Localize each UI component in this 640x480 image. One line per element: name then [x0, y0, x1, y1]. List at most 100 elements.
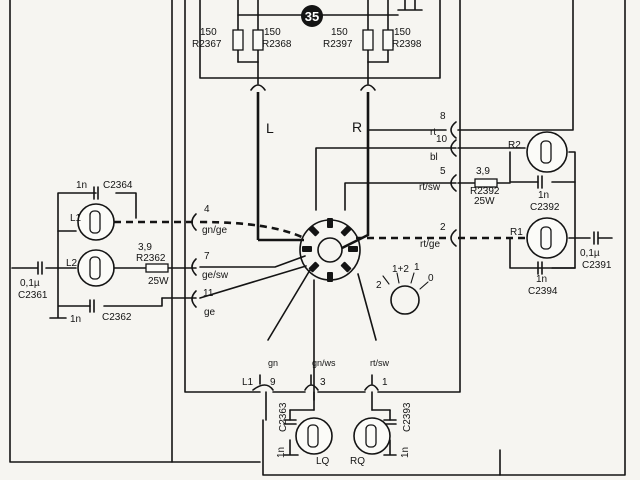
- outer-right-wire: [457, 0, 574, 131]
- resistor-r2392: [474, 178, 498, 188]
- right-pin-connectors: 8 rt 10 bl 5 rt/sw 2 rt/ge: [367, 111, 457, 250]
- pin-10-to-switch: [315, 147, 457, 211]
- pin-5-connector: [450, 174, 457, 192]
- label-dial-1-plus-2: 1+2: [392, 264, 409, 275]
- label-r2367: R2367: [192, 39, 222, 50]
- label-r2362-wattage: 25W: [148, 276, 169, 287]
- label-r2397-value: 150: [331, 27, 348, 38]
- label-r2368: R2368: [262, 39, 292, 50]
- pin-9-connector: [252, 374, 274, 391]
- label-dial-1: 1: [414, 262, 420, 273]
- label-channel-left: L: [266, 120, 274, 136]
- pin-5-to-switch: [344, 182, 457, 211]
- label-c2392-value: 1n: [538, 190, 549, 201]
- lamp-feeds: [57, 230, 77, 269]
- board-outline: [199, 0, 441, 79]
- board-number: 35: [305, 9, 319, 24]
- top-capacitor-symbol: [397, 0, 423, 11]
- label-r2392-wattage: 25W: [474, 196, 495, 207]
- cap-c2364-symbol: [93, 186, 99, 200]
- label-c2364-value: 1n: [76, 180, 87, 191]
- label-pin-1-color: rt/sw: [370, 358, 389, 368]
- rq-wires: [371, 391, 397, 456]
- label-c2363-value: 1n: [276, 447, 287, 458]
- right-channel-line: [341, 92, 370, 250]
- left-components: 1n C2364 L1 L2 3,9 R2362 25W 0,1µ C2361 …: [11, 180, 196, 325]
- outer-right-rail: [262, 0, 626, 476]
- switch-lower-wires: [267, 269, 377, 401]
- label-pin-2: 2: [440, 222, 446, 233]
- outer-left-rail: [9, 0, 261, 463]
- label-pin-5: 5: [440, 166, 446, 177]
- pin-3-connector: [304, 374, 319, 391]
- left-channel-connector: [250, 61, 266, 91]
- cap-c2363-symbol: [283, 419, 297, 425]
- board-number-badge: 35: [301, 5, 323, 27]
- pin-7-connector: [191, 258, 197, 276]
- label-pin-7-color: ge/sw: [202, 270, 229, 281]
- label-c2361: C2361: [18, 290, 48, 301]
- label-pin-2-color: rt/ge: [420, 239, 440, 250]
- label-pin-1: 1: [382, 377, 388, 388]
- resistor-r2398: [382, 0, 394, 63]
- dashed-pin-4-to-switch: [199, 220, 305, 240]
- pin-8-connector: [450, 121, 457, 139]
- label-pin-8: 8: [440, 111, 446, 122]
- lamp-r2: [526, 131, 568, 173]
- label-l2: L2: [66, 258, 78, 269]
- right-channel-connector: [360, 61, 376, 91]
- label-dial-0: 0: [428, 273, 434, 284]
- left-pin-connectors: 4 gn/ge 7 ge/sw 11 ge: [161, 204, 229, 318]
- label-c2391-value: 0,1µ: [580, 248, 600, 259]
- label-c2393-value: 1n: [400, 447, 411, 458]
- rotary-switch: [199, 147, 457, 401]
- label-r2: R2: [508, 140, 521, 151]
- outer-wiring: [9, 0, 626, 476]
- label-pin-4: 4: [204, 204, 210, 215]
- label-lq: LQ: [316, 456, 330, 467]
- label-c2362: C2362: [102, 312, 132, 323]
- lq-wires: [283, 391, 315, 456]
- label-pin-5-color: rt/sw: [419, 182, 441, 193]
- pin-11-to-switch: [199, 265, 307, 299]
- left-network-wires: [49, 192, 163, 319]
- label-r2398: R2398: [392, 39, 422, 50]
- resistor-board: 35 150 R2367 150 R2368 150 R2397 150 R23…: [192, 0, 441, 79]
- selector-dial: 2 1+2 1 0: [376, 262, 434, 315]
- lamp-l1: [77, 203, 115, 241]
- cap-c2394-symbol: [537, 261, 543, 275]
- lamp-lq: [295, 417, 333, 455]
- resistor-r2368: [252, 0, 264, 63]
- pin-10-connector: [450, 139, 457, 157]
- label-c2394-value: 1n: [536, 274, 547, 285]
- label-r2392-value: 3,9: [476, 166, 490, 177]
- label-pin-3-color: gn/ws: [312, 358, 336, 368]
- channel-lines: L R: [250, 61, 376, 250]
- cap-c2392-symbol: [537, 175, 543, 189]
- label-pin-11: 11: [203, 288, 214, 299]
- label-c2392: C2392: [530, 202, 560, 213]
- label-dial-2: 2: [376, 280, 382, 291]
- pin-11-connector: [191, 290, 197, 308]
- inner-panel-frame: [184, 0, 461, 393]
- label-r2397: R2397: [323, 39, 353, 50]
- label-pin-11-color: ge: [204, 307, 216, 318]
- cap-c2361-symbol: [11, 261, 59, 275]
- label-r2398-value: 150: [394, 27, 411, 38]
- pin-2-connector: [450, 229, 457, 247]
- pin-4-connector: [191, 213, 197, 231]
- label-c2361-value: 0,1µ: [20, 278, 40, 289]
- label-l1: L1: [70, 213, 82, 224]
- dial-knob: [390, 285, 420, 315]
- bottom-components: 1n C2363 LQ 1n C2393 RQ: [276, 391, 413, 467]
- label-c2394: C2394: [528, 286, 558, 297]
- label-c2393: C2393: [402, 402, 413, 432]
- label-pin-9-line: L1: [242, 377, 254, 388]
- label-pin-9: 9: [270, 377, 276, 388]
- resistor-r2362: [145, 263, 169, 273]
- cap-c2362-symbol: [89, 299, 95, 313]
- pin-1-connector: [364, 374, 379, 391]
- label-pin-4-color: gn/ge: [202, 225, 227, 236]
- label-r2362-value: 3,9: [138, 242, 152, 253]
